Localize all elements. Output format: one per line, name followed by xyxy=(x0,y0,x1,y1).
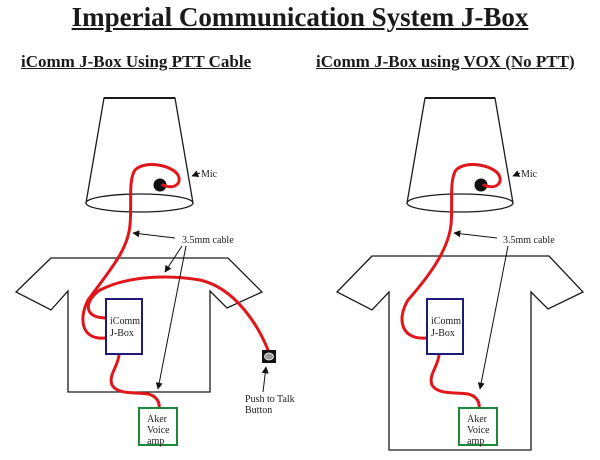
helmet-icon xyxy=(85,97,194,213)
jbox-label-1: iComm xyxy=(431,316,461,327)
ptt-panel-heading: iComm J-Box Using PTT Cable xyxy=(21,52,252,71)
jbox-label-1: iComm xyxy=(110,316,140,327)
ptt-panel: Mic iComm J-Box Aker Voice amp Push to T… xyxy=(14,97,295,447)
ptt-pointer xyxy=(261,366,269,393)
amp-label-1: Aker xyxy=(147,414,168,425)
mic-pointer xyxy=(191,170,201,178)
tshirt-icon xyxy=(335,255,585,451)
mic-label: Mic xyxy=(201,169,218,180)
amp-label-3: amp xyxy=(467,436,484,447)
amp-label-2: Voice xyxy=(147,425,170,436)
amp-label-3: amp xyxy=(147,436,164,447)
tshirt-icon xyxy=(14,257,264,393)
ptt-button-icon xyxy=(262,350,276,363)
helmet-icon xyxy=(406,97,514,213)
amp-label-2: Voice xyxy=(467,425,490,436)
vox-panel: Mic iComm J-Box Aker Voice amp 3.5mm cab… xyxy=(335,97,585,451)
diagram-title: Imperial Communication System J-Box xyxy=(71,2,529,32)
vox-panel-heading: iComm J-Box using VOX (No PTT) xyxy=(316,52,575,71)
cable-mic-to-jbox xyxy=(81,163,181,340)
cable-pointer-1 xyxy=(132,230,176,239)
mic-label: Mic xyxy=(521,169,538,180)
amp-label-1: Aker xyxy=(467,414,488,425)
jbox-label-2: J-Box xyxy=(110,328,134,339)
aker-amp-device xyxy=(138,407,178,446)
ptt-label-1: Push to Talk xyxy=(245,394,295,405)
jbox-label-2: J-Box xyxy=(431,328,455,339)
cable-pointer-2 xyxy=(164,245,183,273)
cable-label: 3.5mm cable xyxy=(182,235,234,246)
cable-pointer-2 xyxy=(477,245,509,390)
jbox-device xyxy=(426,298,464,355)
cable-pointer-1 xyxy=(453,230,498,239)
jbox-device xyxy=(105,298,143,355)
cable-jbox-to-amp xyxy=(109,352,161,410)
aker-amp-device xyxy=(458,407,498,446)
mic-pointer xyxy=(512,170,521,177)
ptt-label-2: Button xyxy=(245,405,272,416)
cable-label: 3.5mm cable xyxy=(503,235,555,246)
cable-jbox-to-amp xyxy=(429,352,481,410)
cable-pointer-3 xyxy=(155,245,187,390)
mic-icon xyxy=(153,178,167,192)
cable-jbox-to-ptt xyxy=(86,275,270,352)
cable-mic-to-jbox xyxy=(400,163,502,340)
mic-icon xyxy=(474,178,488,192)
